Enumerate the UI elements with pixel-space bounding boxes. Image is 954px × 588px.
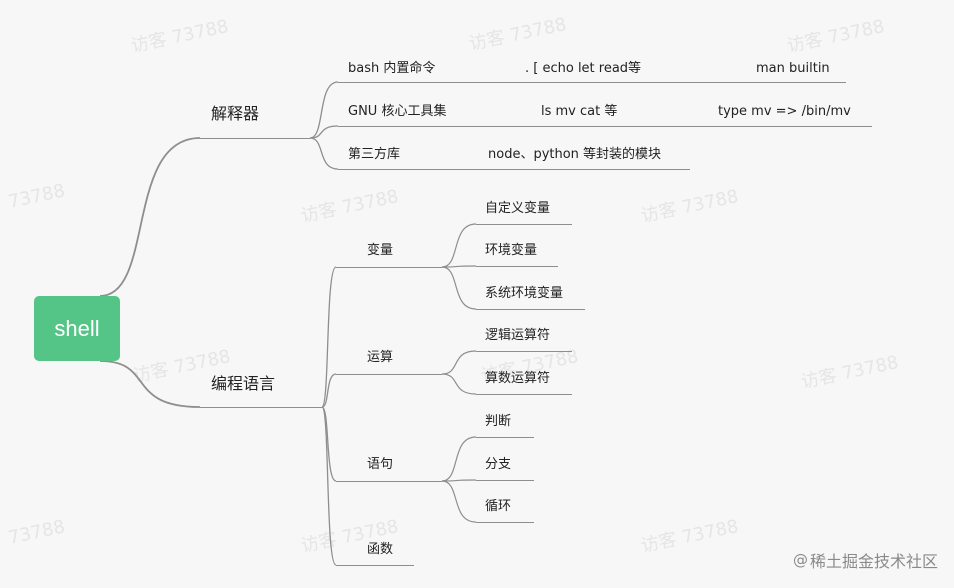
branch-programming-language[interactable]: 编程语言 [211, 374, 276, 393]
branch-underline [200, 407, 322, 408]
node-gnu-coreutils-examples: ls mv cat 等 [541, 104, 618, 119]
node-underline [336, 481, 442, 482]
credit-text: 稀土掘金技术社区 [809, 552, 938, 571]
node-bash-builtin-examples: . [ echo let read等 [525, 61, 642, 76]
leaf-underline [476, 522, 534, 523]
node-bash-builtin[interactable]: bash 内置命令 [348, 61, 436, 76]
leaf-loop[interactable]: 循环 [485, 499, 512, 514]
node-statements[interactable]: 语句 [367, 457, 394, 472]
at-symbol: @ [792, 551, 808, 569]
root-label: shell [54, 315, 100, 341]
node-underline [336, 374, 442, 375]
node-third-party[interactable]: 第三方库 [348, 147, 401, 162]
node-underline [336, 565, 414, 566]
source-credit: @ 稀土掘金技术社区 [793, 548, 938, 572]
edge-statements-condition [441, 436, 477, 482]
leaf-underline [476, 394, 572, 395]
edge-language-variables [321, 266, 337, 408]
edge-root-language [99, 360, 201, 408]
edge-language-operations [321, 373, 337, 408]
leaf-underline [476, 351, 572, 352]
edge-interpreter-bash [309, 81, 339, 139]
edge-operations-logical [441, 350, 477, 375]
node-underline [336, 267, 442, 268]
node-underline [338, 82, 846, 83]
leaf-system-env-variable[interactable]: 系统环境变量 [485, 286, 564, 301]
edge-variables-env [441, 265, 477, 268]
node-gnu-coreutils[interactable]: GNU 核心工具集 [348, 104, 447, 119]
leaf-branch[interactable]: 分支 [485, 457, 512, 472]
leaf-arithmetic-operators[interactable]: 算数运算符 [485, 371, 551, 386]
leaf-underline [476, 266, 558, 267]
edge-root-interpreter [99, 137, 201, 297]
edge-interpreter-third-party [309, 137, 339, 170]
node-third-party-note: node、python 等封装的模块 [488, 147, 662, 162]
node-functions[interactable]: 函数 [367, 542, 394, 557]
node-variables[interactable]: 变量 [367, 243, 394, 258]
leaf-underline [476, 480, 534, 481]
leaf-underline [476, 309, 585, 310]
node-bash-builtin-man: man builtin [756, 61, 830, 76]
node-underline [338, 169, 690, 170]
leaf-condition[interactable]: 判断 [485, 414, 512, 429]
node-underline [338, 126, 872, 127]
branch-interpreter[interactable]: 解释器 [211, 104, 260, 123]
edge-language-functions [321, 406, 337, 566]
branch-underline [200, 138, 310, 139]
root-node[interactable]: shell [34, 296, 120, 361]
edge-statements-loop [441, 480, 477, 523]
edge-operations-arithmetic [441, 373, 477, 395]
edge-variables-system [441, 266, 477, 310]
leaf-custom-variable[interactable]: 自定义变量 [485, 201, 551, 216]
edge-variables-custom [441, 223, 477, 268]
leaf-underline [476, 437, 534, 438]
node-gnu-coreutils-type: type mv => /bin/mv [718, 104, 851, 119]
leaf-underline [476, 224, 572, 225]
edge-interpreter-gnu [309, 125, 339, 139]
edge-language-statements [321, 406, 337, 482]
leaf-logical-operators[interactable]: 逻辑运算符 [485, 328, 551, 343]
node-operations[interactable]: 运算 [367, 350, 394, 365]
edge-statements-branch [441, 479, 477, 482]
leaf-env-variable[interactable]: 环境变量 [485, 243, 538, 258]
